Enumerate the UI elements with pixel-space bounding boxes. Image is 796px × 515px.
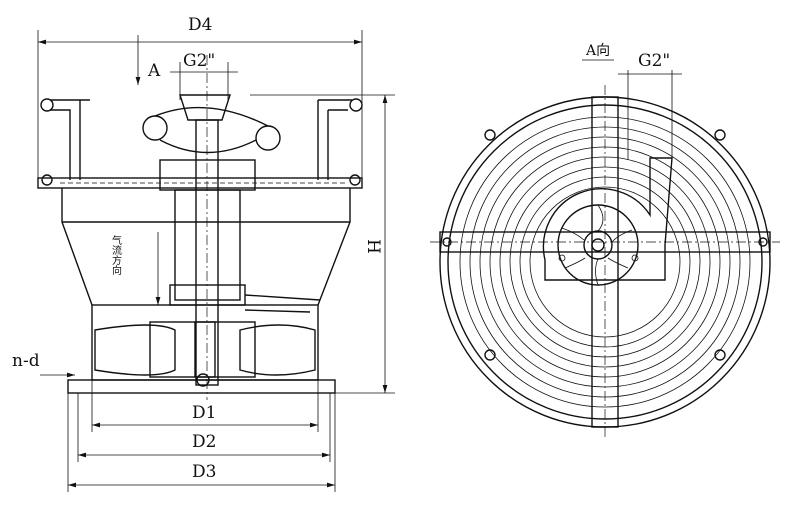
- d2-label: D2: [192, 432, 216, 452]
- volute-casing: [542, 157, 673, 281]
- base-flange: [67, 379, 336, 394]
- bearing-column: [174, 189, 241, 301]
- right-handle: [317, 99, 352, 180]
- front-view: D4 A G2" 气流方向 n-d H: [12, 15, 395, 492]
- impeller-blades: [94, 324, 316, 376]
- impeller-top: [557, 204, 639, 286]
- g2-label-front: G2": [183, 51, 215, 71]
- d1-label: D1: [192, 403, 216, 423]
- view-a-label: A: [147, 61, 161, 81]
- airflow-direction-note: 气流方向: [110, 234, 122, 275]
- view-a-direction-label: A向: [585, 43, 610, 59]
- bolt-holes-label: n-d: [12, 351, 40, 371]
- h-label: H: [363, 239, 383, 254]
- top-view-a: A向 G2": [430, 43, 780, 440]
- top-plate: [37, 177, 363, 189]
- left-handle: [50, 99, 90, 180]
- impeller-hub: [149, 321, 256, 378]
- d3-label: D3: [192, 462, 216, 482]
- d4-label: D4: [188, 15, 212, 35]
- cone-housing: [61, 188, 351, 306]
- g2-label-top: G2": [638, 51, 670, 71]
- lower-cylinder: [91, 304, 319, 381]
